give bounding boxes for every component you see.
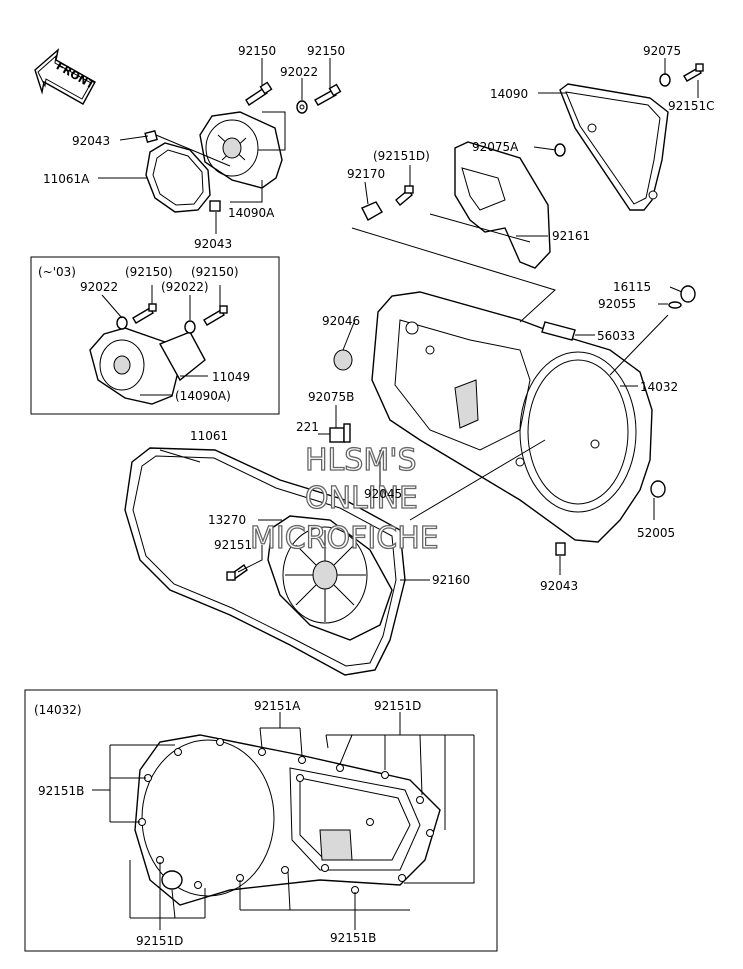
label-92170: 92170 (347, 167, 385, 181)
bottom-inset-note: (14032) (34, 703, 82, 717)
bolt-92150-a (245, 81, 273, 106)
label-56033: 56033 (597, 329, 635, 343)
label-92043-c: 92043 (540, 579, 578, 593)
inset-label-11049: 11049 (212, 370, 250, 384)
bottom-label-92151d-top: 92151D (374, 699, 421, 713)
inset-label-14090a: (14090A) (175, 389, 231, 403)
bolt-92151 (226, 563, 248, 582)
bolt-92151d-top (395, 185, 414, 206)
bottom-label-92151b-bottom: 92151B (330, 931, 376, 945)
label-92075: 92075 (643, 44, 681, 58)
watermark-line-2: ONLINE (305, 481, 418, 516)
label-92151: 92151 (214, 538, 252, 552)
label-92160: 92160 (432, 573, 470, 587)
outer-cover-14090 (559, 63, 704, 211)
label-14090a: 14090A (228, 206, 275, 220)
inset-label-92022-a: 92022 (80, 280, 118, 294)
watermark-line-1: HLSM'S (305, 443, 417, 478)
label-13270: 13270 (208, 513, 246, 527)
inset-label-92150-a: (92150) (125, 265, 173, 279)
front-arrow-badge: FRONT (34, 48, 97, 105)
bottom-label-92151a: 92151A (254, 699, 301, 713)
leader-lines (92, 58, 699, 930)
label-52005: 52005 (637, 526, 675, 540)
bottom-label-92151b-left: 92151B (38, 784, 84, 798)
label-16115: 16115 (613, 280, 651, 294)
bolt-92151c (683, 63, 704, 82)
inset-note-03: (~'03) (38, 265, 76, 279)
inset-label-92022-b: (92022) (161, 280, 209, 294)
label-92055: 92055 (598, 297, 636, 311)
cover-14090a-assembly (144, 81, 342, 213)
bottom-label-92151d-bottom: 92151D (136, 934, 183, 948)
bottom-inset-14032 (24, 689, 498, 952)
label-92022: 92022 (280, 65, 318, 79)
label-11061: 11061 (190, 429, 228, 443)
label-92075a: 92075A (472, 140, 519, 154)
label-92151c: 92151C (668, 99, 715, 113)
inset-label-92150-b: (92150) (191, 265, 239, 279)
watermark-line-3: MICROFICHE (250, 521, 439, 556)
bottom-bolt-holes (138, 738, 434, 894)
watermark: HLSM'S ONLINE MICROFICHE (249, 442, 439, 556)
label-92150-b: 92150 (307, 44, 345, 58)
label-92075b: 92075B (308, 390, 354, 404)
inset-bolt-b (203, 305, 228, 326)
inset-03-box (30, 256, 280, 415)
washer-92022 (296, 100, 308, 114)
main-cover-14032 (329, 285, 696, 556)
label-221: 221 (296, 420, 319, 434)
inset-bolt-a (132, 303, 157, 324)
label-92046: 92046 (322, 314, 360, 328)
label-92043-b: 92043 (194, 237, 232, 251)
label-14032: 14032 (640, 380, 678, 394)
label-11061a: 11061A (43, 172, 90, 186)
label-14090: 14090 (490, 87, 528, 101)
label-92150-a: 92150 (238, 44, 276, 58)
label-92161: 92161 (552, 229, 590, 243)
bolt-92150-b (314, 83, 342, 106)
label-92045: 92045 (364, 487, 402, 501)
cover-plate-92160 (226, 515, 393, 641)
label-92043-a: 92043 (72, 134, 110, 148)
label-92151d-top: (92151D) (373, 149, 430, 163)
part-labels: 92150 92150 92022 92043 11061A 14090A 92… (34, 44, 715, 948)
